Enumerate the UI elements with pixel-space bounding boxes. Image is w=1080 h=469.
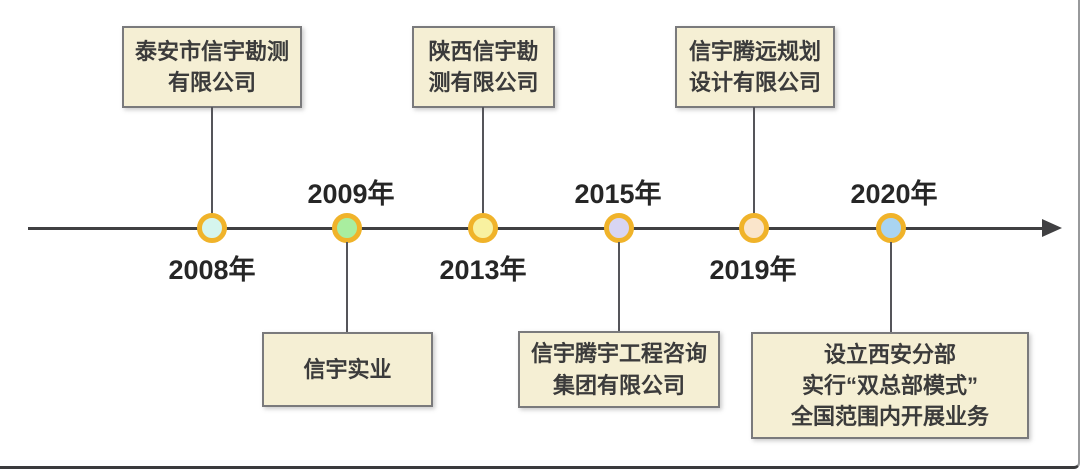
event-box-line: 设计有限公司 [688, 70, 821, 95]
event-box-line: 信宇腾宇工程咨询 [530, 341, 707, 367]
year-label-2013: 2013年 [439, 255, 527, 285]
timeline-dot-2009 [332, 213, 362, 243]
timeline-dot-2020 [876, 213, 906, 243]
event-box-2019: 信宇腾远规划 设计有限公司 [675, 26, 835, 108]
event-box-line: 测有限公司 [428, 70, 539, 95]
event-box-line: 有限公司 [167, 70, 256, 95]
connector-2008 [211, 107, 213, 214]
timeline-dot-2019 [739, 213, 769, 243]
event-box-line: 全国范围内开展业务 [790, 404, 989, 430]
connector-2015 [618, 242, 620, 332]
event-box-2013: 陕西信宇勘 测有限公司 [412, 26, 555, 108]
connector-2019 [753, 107, 755, 214]
timeline-arrowhead-icon [1042, 219, 1062, 237]
event-box-line: 泰安市信宇勘测 [134, 38, 289, 64]
timeline-axis-line [28, 227, 1046, 230]
event-box-line: 集团有限公司 [552, 372, 685, 398]
timeline-dot-2008 [197, 213, 227, 243]
year-label-2019: 2019年 [709, 255, 797, 285]
event-box-2008: 泰安市信宇勘测 有限公司 [122, 26, 302, 108]
event-box-line: 信宇实业 [303, 356, 392, 382]
connector-2009 [346, 242, 348, 332]
event-box-2020: 设立西安分部 实行“双总部模式” 全国范围内开展业务 [751, 332, 1029, 439]
event-box-2009: 信宇实业 [262, 332, 433, 407]
event-box-line: 信宇腾远规划 [688, 38, 821, 64]
timeline-dot-2013 [468, 213, 498, 243]
connector-2013 [482, 107, 484, 214]
event-box-line: 陕西信宇勘 [428, 38, 539, 64]
year-label-2009: 2009年 [307, 179, 395, 209]
connector-2020 [890, 242, 892, 332]
event-box-line: 实行“双总部模式” [801, 372, 978, 398]
year-label-2015: 2015年 [574, 179, 662, 209]
timeline-dot-2015 [604, 213, 634, 243]
year-label-2020: 2020年 [850, 179, 938, 209]
event-box-line: 设立西安分部 [823, 341, 956, 367]
event-box-2015: 信宇腾宇工程咨询 集团有限公司 [518, 331, 720, 408]
year-label-2008: 2008年 [168, 255, 256, 285]
